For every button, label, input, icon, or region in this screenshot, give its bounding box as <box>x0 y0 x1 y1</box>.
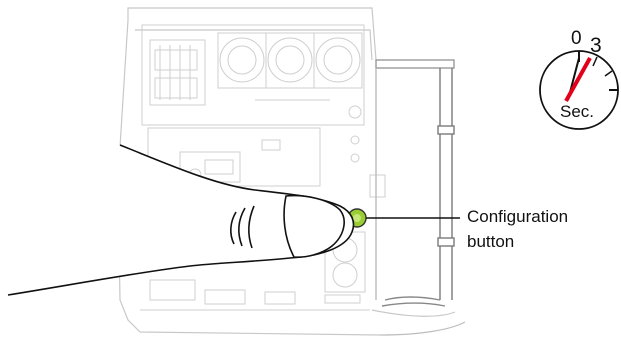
timer-end-label: 3 <box>590 34 602 57</box>
finger-icon <box>8 145 354 295</box>
timer-start-label: 0 <box>571 28 582 49</box>
timer-unit-label: Sec. <box>560 102 594 121</box>
callout-line-1: Configuration <box>467 204 568 229</box>
side-rail <box>376 60 454 306</box>
callout-line-2: button <box>467 229 568 254</box>
timer-icon: 0 3 Sec. <box>540 28 618 129</box>
configuration-button-label: Configuration button <box>467 204 568 254</box>
